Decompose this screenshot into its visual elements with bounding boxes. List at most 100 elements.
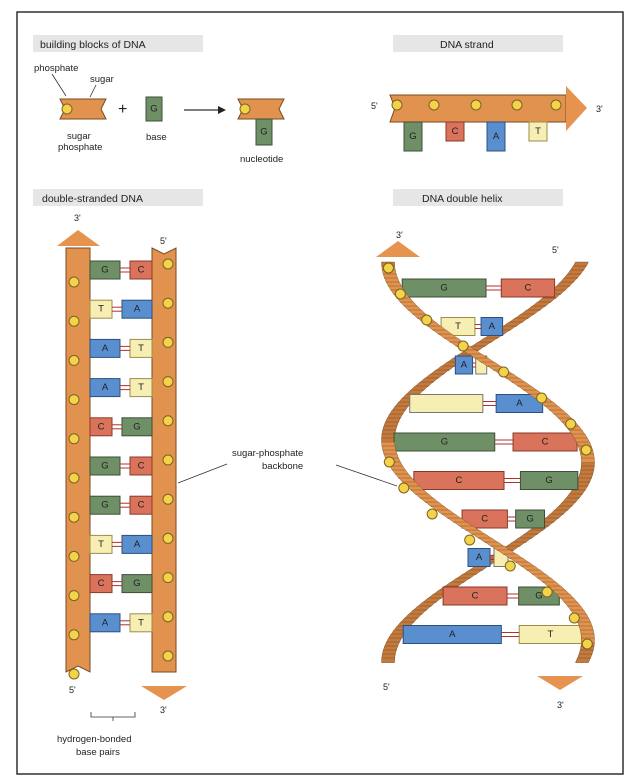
nucleotide-base-letter: G [260,127,267,138]
helix-pair-8-right-base-letter: G [535,591,542,602]
helix-pair-6-left-base-letter: C [481,514,488,525]
ds-left-phosphate [69,630,79,640]
helix-phosphate [499,367,509,377]
phosphate-circle [62,104,72,114]
sugar-leader-line [90,85,96,97]
helix-phosphate [465,535,475,545]
helix-phosphate [537,393,547,403]
ds-bottom-5-prime-label: 5' [69,685,76,695]
ds-pair-3-left-base-letter: A [102,382,109,393]
backbone-leader-right [336,465,397,486]
ds-pair-1-left-base-letter: T [98,304,104,315]
reaction-arrowhead [218,106,226,114]
backbone-label-line2: backbone [262,461,303,472]
ds-right-phosphate [163,416,173,426]
helix-pair-1-right-base-letter: A [489,321,496,332]
helix-pair-0-right-base-letter: C [524,283,531,294]
helix-pair-8-left-base-letter: C [472,591,479,602]
hbond-label-line2: base pairs [76,747,120,758]
helix-strand-a-segment [382,658,395,663]
ds-right-phosphate [163,533,173,543]
ds-left-phosphate [69,591,79,601]
helix-pair-2-left-base-letter: A [461,360,468,371]
helix-top-5-prime-label: 5' [552,245,559,255]
plus-sign: + [118,101,127,118]
sugar-phosphate-label-line2: phosphate [58,142,102,153]
panel-double-helix: DNA double helix 3' 5' GCTAAAGCCGCGACGAT… [376,189,595,710]
base-label: base [146,132,167,143]
ds-pair-5-right-base-letter: C [138,461,145,472]
ds-pair-0-left-base-letter: G [101,265,108,276]
helix-bottom-3-prime-label: 3' [557,700,564,710]
ds-pair-7-left-base-letter: T [98,539,104,550]
panel-double-stranded: double-stranded DNA 3' 5' G C T A A T A T C G G C G C… [33,189,203,758]
ds-right-phosphate [163,651,173,661]
strand-phosphate [392,100,402,110]
ds-pair-5-left-base-letter: G [101,461,108,472]
helix-phosphate [458,341,468,351]
helix-phosphate [427,509,437,519]
helix-pair-4-right-base-letter: C [542,437,549,448]
panel-title-building-blocks: building blocks of DNA [40,39,146,51]
ds-left-phosphate [69,434,79,444]
helix-phosphate [582,639,592,649]
helix-phosphate [505,561,515,571]
helix-pair-6-right-base-letter: G [526,514,533,525]
helix-phosphate [384,457,394,467]
ds-left-direction-arrow [57,230,100,246]
helix-pair-0-left-base-letter: G [440,283,447,294]
nucleotide-phosphate-circle [240,104,250,114]
phosphate-leader-line [52,74,66,96]
strand-3-prime-label: 3' [596,104,603,114]
helix-bottom-5-prime-label: 5' [383,682,390,692]
helix-phosphate [383,263,393,273]
ds-right-direction-arrow [141,686,187,700]
helix-phosphate [542,587,552,597]
ds-pair-0-right-base-letter: C [138,265,145,276]
helix-pair-9-right-base-letter: T [548,629,554,640]
ds-left-phosphate [69,473,79,483]
base-g-letter: G [150,104,157,115]
helix-phosphate [399,483,409,493]
ds-pair-9-left-base-letter: A [102,617,109,628]
ds-pair-2-right-base-letter: T [138,343,144,354]
ds-pair-4-right-base-letter: G [133,421,140,432]
backbone-annotation: sugar-phosphate backbone [178,448,397,486]
helix-pair-5-left-base-letter: C [455,475,462,486]
phosphate-label: phosphate [34,63,78,74]
ds-pair-6-right-base-letter: C [138,500,145,511]
helix-pair-5-right-base-letter: G [545,475,552,486]
ds-pair-7-right-base-letter: A [134,539,141,550]
helix-strand-b-segment [575,658,590,663]
ds-right-phosphate [163,298,173,308]
ds-pair-6-left-base-letter: G [101,500,108,511]
ds-right-phosphate [163,573,173,583]
panel-title-double-helix: DNA double helix [422,193,503,205]
helix-pair-9-left-base-letter: A [449,629,456,640]
strand-base-a-letter: A [493,131,500,142]
strand-phosphate [512,100,522,110]
ds-right-phosphate [163,612,173,622]
panel-title-double-stranded: double-stranded DNA [42,193,143,205]
strand-direction-arrow [566,86,587,131]
ds-right-phosphate [163,337,173,347]
helix-phosphate [422,315,432,325]
backbone-leader-left [178,464,227,483]
ds-bottom-3-prime-label: 3' [160,705,167,715]
ds-right-phosphate [163,494,173,504]
ds-left-phosphate [69,512,79,522]
ds-pair-8-right-base-letter: G [133,578,140,589]
ds-right-phosphate [163,377,173,387]
ds-top-5-prime-label: 5' [160,236,167,246]
ds-pair-8-left-base-letter: C [98,578,105,589]
ds-right-phosphate [163,455,173,465]
panel-building-blocks: building blocks of DNA phosphate sugar s… [33,35,284,165]
helix-pair-3-left-base-block [410,395,483,413]
helix-phosphate [581,445,591,455]
hbond-bracket [91,712,135,721]
helix-pair-7-left-base-letter: A [476,552,483,563]
strand-phosphate [551,100,561,110]
strand-5-prime-label: 5' [371,101,378,111]
helix-phosphate [569,613,579,623]
